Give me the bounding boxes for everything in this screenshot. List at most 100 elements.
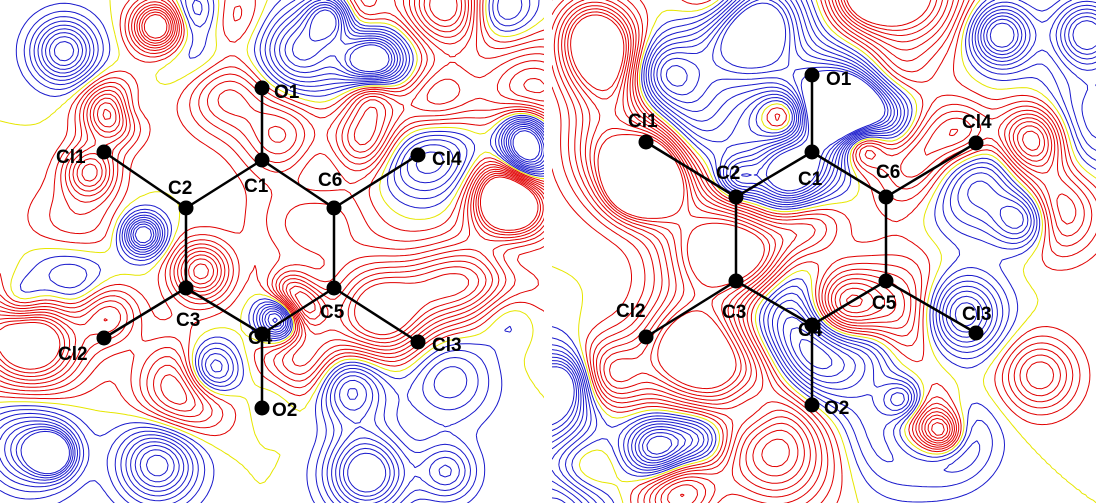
atom-o1: [804, 67, 820, 83]
atom-label-c6: C6: [318, 170, 342, 191]
atom-label-c3: C3: [176, 310, 200, 331]
panel-divider: [544, 0, 552, 503]
atom-label-c6: C6: [876, 162, 900, 183]
positive-contour: [564, 0, 1049, 503]
atom-c1: [804, 144, 820, 160]
bond-c5-cl3: [885, 279, 977, 335]
atom-label-c1: C1: [244, 176, 269, 197]
atom-c2: [178, 200, 194, 216]
positive-contour: [570, 0, 1041, 468]
negative-contour: [552, 0, 1096, 503]
bond-c1-c6: [261, 158, 335, 210]
atom-o2: [254, 400, 270, 416]
atom-label-o1: O1: [826, 69, 852, 90]
atom-c5: [878, 273, 894, 289]
atom-label-c1: C1: [798, 169, 823, 190]
bond-c3-c4: [735, 279, 813, 327]
atom-cl2: [638, 329, 654, 345]
contour-lines-left: [0, 0, 544, 503]
bond-c3-cl2: [645, 279, 737, 339]
zero-contour: [0, 0, 544, 485]
negative-contour: [0, 0, 544, 503]
negative-contour: [552, 0, 1096, 503]
atom-cl1: [96, 144, 112, 160]
atom-label-c2: C2: [168, 178, 192, 199]
atom-c3: [728, 273, 744, 289]
atom-cl4: [410, 147, 426, 163]
bond-c6-cl4: [333, 153, 419, 210]
atom-label-c4: C4: [248, 328, 273, 349]
negative-contour: [20, 9, 541, 493]
atom-label-c2: C2: [716, 163, 740, 184]
bond-c1-c6: [811, 150, 887, 199]
atom-c6: [326, 200, 342, 216]
bond-c6-cl4: [885, 141, 977, 199]
zero-contour: [552, 0, 1096, 503]
atom-cl4: [968, 135, 984, 151]
positive-contour: [0, 0, 544, 377]
atom-c6: [878, 189, 894, 205]
atom-cl1: [638, 134, 654, 150]
negative-contour: [552, 0, 1096, 503]
negative-contour: [10, 4, 544, 501]
contour-lines-right: [552, 0, 1096, 503]
bond-c4-c5: [261, 286, 335, 336]
positive-contour: [0, 0, 544, 405]
atom-o1: [254, 80, 270, 96]
atom-label-cl3: Cl3: [962, 304, 992, 325]
atom-label-c5: C5: [872, 293, 897, 314]
bond-c1-c2: [185, 158, 263, 210]
atom-label-cl1: Cl1: [56, 147, 86, 168]
atom-c1: [254, 152, 270, 168]
positive-contour: [0, 0, 544, 429]
positive-contour: [552, 0, 1096, 503]
atom-label-cl2: Cl2: [616, 301, 646, 322]
atom-label-c3: C3: [722, 302, 746, 323]
bond-c3-c4: [185, 286, 263, 336]
negative-contour: [552, 0, 1096, 503]
negative-contour: [0, 0, 544, 503]
bond-c5-cl3: [333, 286, 419, 344]
negative-contour: [552, 0, 1096, 503]
atom-cl3: [410, 334, 426, 350]
negative-contour: [552, 2, 1096, 455]
atom-label-cl4: Cl4: [432, 149, 462, 170]
positive-contour: [0, 0, 544, 418]
negative-contour: [552, 0, 1096, 503]
atom-c2: [728, 189, 744, 205]
negative-contour: [15, 6, 543, 497]
positive-contour: [0, 0, 544, 437]
negative-contour: [552, 0, 1096, 458]
atom-label-o2: O2: [824, 398, 849, 419]
positive-contour: [552, 0, 1093, 503]
negative-contour: [0, 0, 544, 503]
bond-c2-cl1: [103, 150, 187, 210]
atom-c4: [254, 326, 270, 342]
atom-label-c4: C4: [798, 320, 823, 341]
atom-label-o2: O2: [272, 400, 297, 421]
atom-c5: [326, 280, 342, 296]
atom-cl2: [96, 330, 112, 346]
negative-contour: [0, 0, 544, 503]
atom-c3: [178, 280, 194, 296]
bond-c2-cl1: [645, 140, 737, 199]
positive-contour: [553, 0, 1085, 503]
atom-label-cl3: Cl3: [432, 335, 462, 356]
positive-contour: [567, 0, 1045, 498]
atom-label-cl1: Cl1: [628, 111, 658, 132]
bond-c4-c5: [811, 279, 887, 327]
atom-label-c5: C5: [320, 302, 345, 323]
atom-o2: [804, 397, 820, 413]
negative-contour: [0, 0, 544, 503]
atom-label-o1: O1: [274, 82, 300, 103]
positive-contour: [0, 0, 544, 423]
positive-contour: [552, 0, 1096, 503]
atom-cl3: [968, 325, 984, 341]
bond-c3-cl2: [103, 286, 187, 340]
